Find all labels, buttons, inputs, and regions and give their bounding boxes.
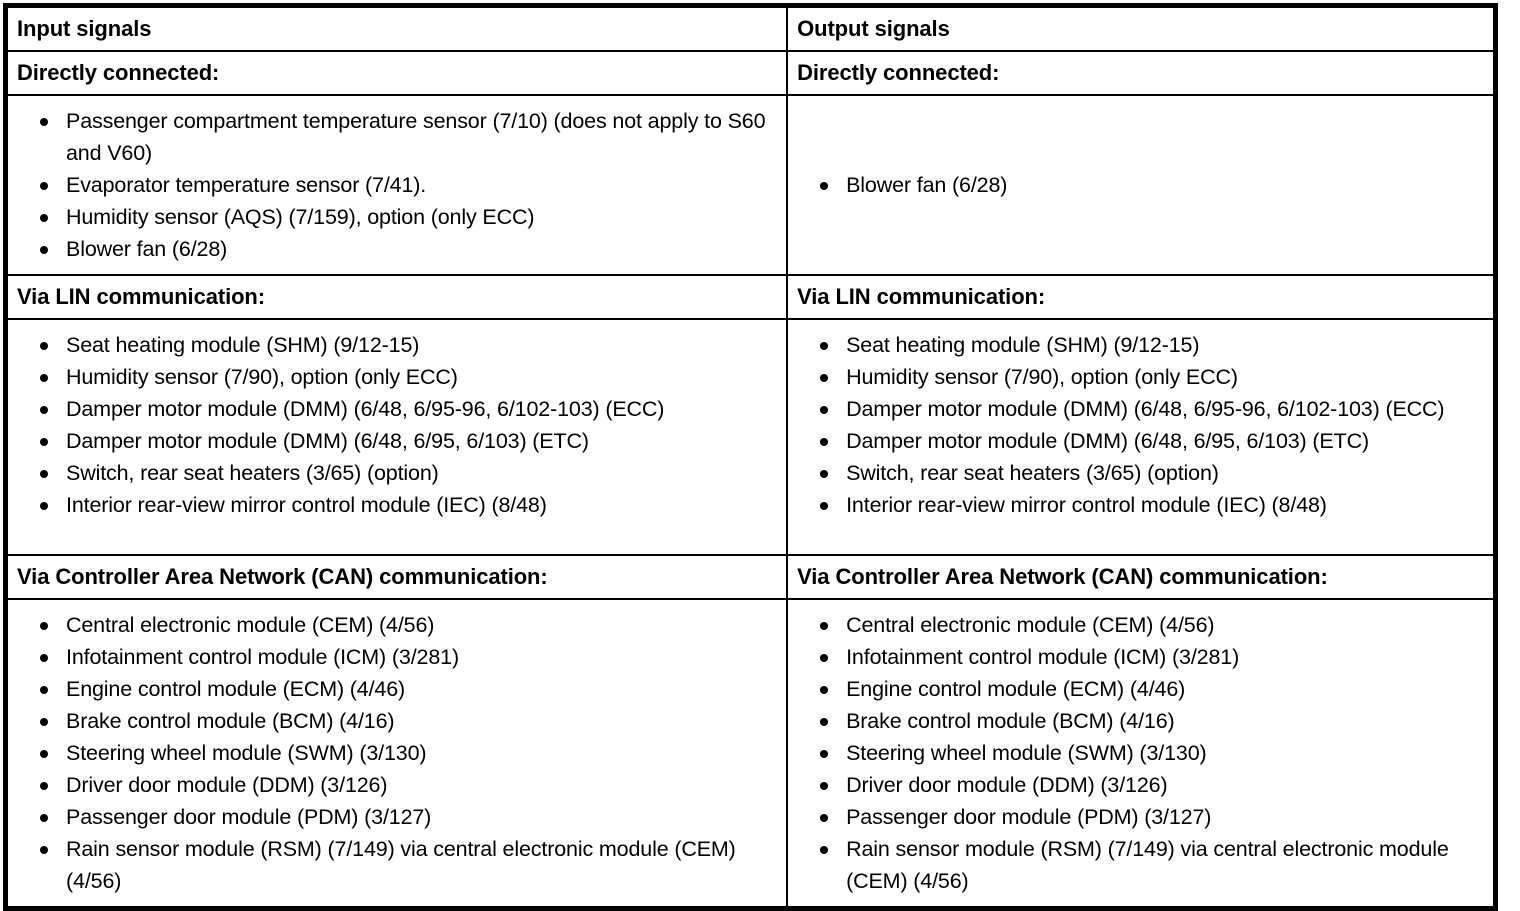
- list-item: Switch, rear seat heaters (3/65) (option…: [788, 457, 1487, 489]
- list-item: Central electronic module (CEM) (4/56): [788, 609, 1487, 641]
- section-heading-directly-connected-input-cell: Directly connected:: [4, 50, 789, 96]
- bullet-list-lin-input: Seat heating module (SHM) (9/12-15) Humi…: [8, 320, 786, 530]
- list-cell-lin-output: Seat heating module (SHM) (9/12-15) Humi…: [786, 318, 1497, 556]
- table-header-row: Input signals Output signals: [4, 4, 1497, 52]
- bullet-list-directly-connected-output: Blower fan (6/28): [788, 169, 1493, 201]
- list-item: Steering wheel module (SWM) (3/130): [788, 737, 1487, 769]
- column-header-output-signals-cell: Output signals: [786, 4, 1497, 52]
- input-output-signals-table: Input signals Output signals Directly co…: [3, 3, 1498, 911]
- column-header-input-signals: Input signals: [17, 16, 152, 41]
- list-item: Interior rear-view mirror control module…: [788, 489, 1487, 521]
- list-item: Brake control module (BCM) (4/16): [788, 705, 1487, 737]
- list-cell-can-input: Central electronic module (CEM) (4/56) I…: [4, 598, 789, 910]
- list-item: Steering wheel module (SWM) (3/130): [8, 737, 780, 769]
- list-item: Humidity sensor (AQS) (7/159), option (o…: [8, 201, 780, 233]
- list-item: Evaporator temperature sensor (7/41).: [8, 169, 780, 201]
- list-item: Engine control module (ECM) (4/46): [788, 673, 1487, 705]
- section-heading-lin-input: Via LIN communication:: [17, 284, 265, 309]
- section-heading-can-input-cell: Via Controller Area Network (CAN) commun…: [4, 554, 789, 600]
- section-heading-can-output: Via Controller Area Network (CAN) commun…: [797, 564, 1328, 589]
- column-header-input-signals-cell: Input signals: [4, 4, 789, 52]
- list-item: Damper motor module (DMM) (6/48, 6/95, 6…: [788, 425, 1487, 457]
- list-item: Infotainment control module (ICM) (3/281…: [8, 641, 780, 673]
- list-item: Rain sensor module (RSM) (7/149) via cen…: [8, 833, 780, 897]
- section-heading-directly-connected-output: Directly connected:: [797, 60, 1000, 85]
- list-item: Engine control module (ECM) (4/46): [8, 673, 780, 705]
- list-item: Passenger door module (PDM) (3/127): [8, 801, 780, 833]
- list-item: Passenger door module (PDM) (3/127): [788, 801, 1487, 833]
- list-item: Driver door module (DDM) (3/126): [8, 769, 780, 801]
- list-cell-directly-connected-input: Passenger compartment temperature sensor…: [4, 94, 789, 276]
- section-heading-row-directly-connected: Directly connected: Directly connected:: [4, 50, 1497, 96]
- list-item: Brake control module (BCM) (4/16): [8, 705, 780, 737]
- list-item: Driver door module (DDM) (3/126): [788, 769, 1487, 801]
- section-heading-directly-connected-input: Directly connected:: [17, 60, 220, 85]
- list-item: Rain sensor module (RSM) (7/149) via cen…: [788, 833, 1487, 897]
- section-list-row-lin: Seat heating module (SHM) (9/12-15) Humi…: [4, 318, 1497, 556]
- list-item: Switch, rear seat heaters (3/65) (option…: [8, 457, 780, 489]
- section-list-row-can: Central electronic module (CEM) (4/56) I…: [4, 598, 1497, 910]
- section-heading-directly-connected-output-cell: Directly connected:: [786, 50, 1497, 96]
- list-item: Damper motor module (DMM) (6/48, 6/95, 6…: [8, 425, 780, 457]
- list-cell-lin-input: Seat heating module (SHM) (9/12-15) Humi…: [4, 318, 789, 556]
- list-cell-can-output: Central electronic module (CEM) (4/56) I…: [786, 598, 1497, 910]
- section-heading-can-output-cell: Via Controller Area Network (CAN) commun…: [786, 554, 1497, 600]
- section-heading-lin-input-cell: Via LIN communication:: [4, 274, 789, 320]
- list-cell-directly-connected-output: Blower fan (6/28): [786, 94, 1497, 276]
- section-heading-lin-output-cell: Via LIN communication:: [786, 274, 1497, 320]
- section-heading-lin-output: Via LIN communication:: [797, 284, 1046, 309]
- section-heading-can-input: Via Controller Area Network (CAN) commun…: [17, 564, 548, 589]
- list-item: Infotainment control module (ICM) (3/281…: [788, 641, 1487, 673]
- bullet-list-directly-connected-input: Passenger compartment temperature sensor…: [8, 96, 786, 274]
- list-item: Interior rear-view mirror control module…: [8, 489, 780, 521]
- list-item: Passenger compartment temperature sensor…: [8, 105, 780, 169]
- list-item: Seat heating module (SHM) (9/12-15): [8, 329, 780, 361]
- list-item: Blower fan (6/28): [788, 169, 1487, 201]
- list-item: Humidity sensor (7/90), option (only ECC…: [8, 361, 780, 393]
- list-item: Damper motor module (DMM) (6/48, 6/95-96…: [8, 393, 780, 425]
- bullet-list-can-output: Central electronic module (CEM) (4/56) I…: [788, 600, 1493, 906]
- bullet-list-lin-output: Seat heating module (SHM) (9/12-15) Humi…: [788, 320, 1493, 530]
- list-item: Damper motor module (DMM) (6/48, 6/95-96…: [788, 393, 1487, 425]
- list-item: Blower fan (6/28): [8, 233, 780, 265]
- list-item: Central electronic module (CEM) (4/56): [8, 609, 780, 641]
- bullet-list-can-input: Central electronic module (CEM) (4/56) I…: [8, 600, 786, 906]
- section-heading-row-can: Via Controller Area Network (CAN) commun…: [4, 554, 1497, 600]
- section-list-row-directly-connected: Passenger compartment temperature sensor…: [4, 94, 1497, 276]
- column-header-output-signals: Output signals: [797, 16, 950, 41]
- list-item: Seat heating module (SHM) (9/12-15): [788, 329, 1487, 361]
- list-item: Humidity sensor (7/90), option (only ECC…: [788, 361, 1487, 393]
- section-heading-row-lin: Via LIN communication: Via LIN communica…: [4, 274, 1497, 320]
